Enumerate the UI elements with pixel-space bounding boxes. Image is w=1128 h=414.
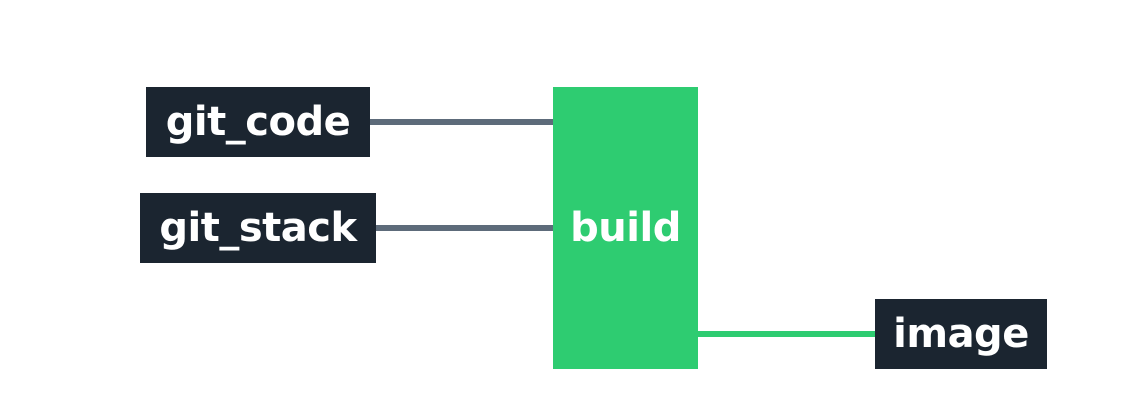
resource-git-code[interactable]: git_code [146,87,370,157]
output-connector-image [698,331,875,337]
job-label: build [570,205,681,251]
resource-git-stack[interactable]: git_stack [140,193,376,263]
job-build[interactable]: build [553,87,698,369]
resource-label: git_code [165,99,351,145]
input-connector-git-code [370,119,553,125]
input-connector-git-stack [376,225,553,231]
resource-label: image [893,311,1029,357]
resource-label: git_stack [159,205,357,251]
resource-image[interactable]: image [875,299,1047,369]
